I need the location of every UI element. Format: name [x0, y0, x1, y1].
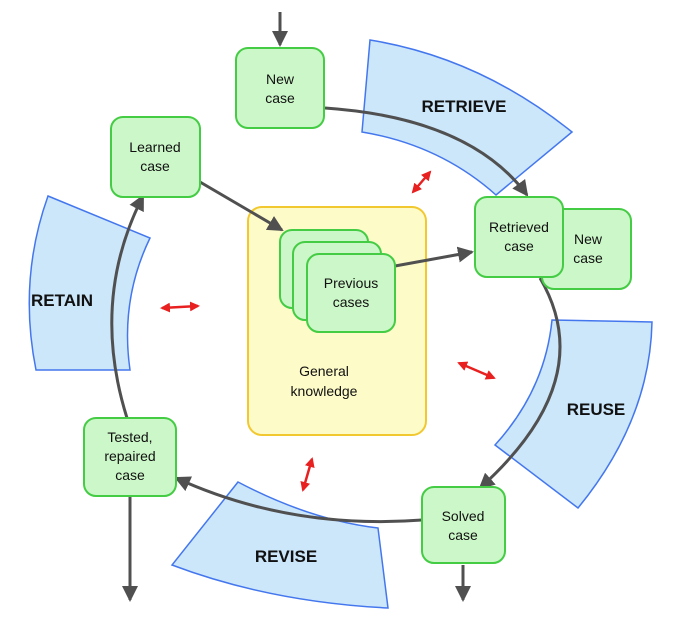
general-knowledge-label-1: General: [299, 363, 349, 379]
phase-reuse: REUSE: [493, 319, 653, 510]
phase-retain: RETAIN: [28, 195, 152, 371]
box-previous-cases: Previous cases: [279, 229, 396, 333]
phase-revise: REVISE: [170, 481, 389, 609]
knowledge-links: [160, 170, 496, 492]
retrieved-case-label-1: Retrieved: [489, 219, 549, 235]
phase-retrieve-label: RETRIEVE: [421, 97, 506, 116]
phase-retrieve: RETRIEVE: [361, 39, 574, 196]
tested-case-label-1: Tested,: [107, 429, 152, 445]
arrow-solved-to-tested: [174, 476, 423, 524]
new-case-label-2: case: [265, 90, 295, 106]
box-new-case: New case: [235, 47, 325, 129]
tested-case-label-3: case: [115, 467, 145, 483]
solved-case-label-2: case: [448, 527, 478, 543]
arrow-learned-to-previous: [199, 180, 284, 232]
tested-case-label-2: repaired: [104, 448, 155, 464]
link-retain: [160, 301, 200, 313]
arrow-previous-to-retrieved: [394, 246, 474, 268]
box-tested-case: Tested, repaired case: [83, 417, 177, 497]
retrieved-case-label-2: case: [504, 238, 534, 254]
new-case-2-label-2: case: [573, 250, 603, 266]
phase-retain-label: RETAIN: [31, 291, 93, 310]
box-learned-case: Learned case: [110, 116, 201, 198]
phase-reuse-label: REUSE: [567, 400, 626, 419]
general-knowledge-label-2: knowledge: [291, 383, 358, 399]
learned-case-label-2: case: [140, 158, 170, 174]
arrow-new-to-retrieved: [324, 106, 529, 197]
phase-revise-label: REVISE: [255, 547, 317, 566]
link-revise: [300, 457, 315, 492]
previous-cases-label-1: Previous: [324, 275, 378, 291]
solved-case-label-1: Solved: [442, 508, 485, 524]
previous-cases-label-2: cases: [333, 294, 370, 310]
link-retrieve: [411, 170, 432, 194]
learned-case-label-1: Learned: [129, 139, 180, 155]
arrow-retrieved-to-solved: [478, 277, 562, 490]
box-retrieved-case: Retrieved case: [474, 196, 564, 278]
box-solved-case: Solved case: [421, 486, 506, 564]
new-case-label-1: New: [266, 71, 295, 87]
new-case-2-label-1: New: [574, 231, 603, 247]
box-new-case-2: New case: [541, 208, 632, 290]
link-reuse: [457, 361, 496, 380]
arrow-tested-to-learned: [110, 194, 145, 419]
flow-arrows: [110, 12, 562, 602]
